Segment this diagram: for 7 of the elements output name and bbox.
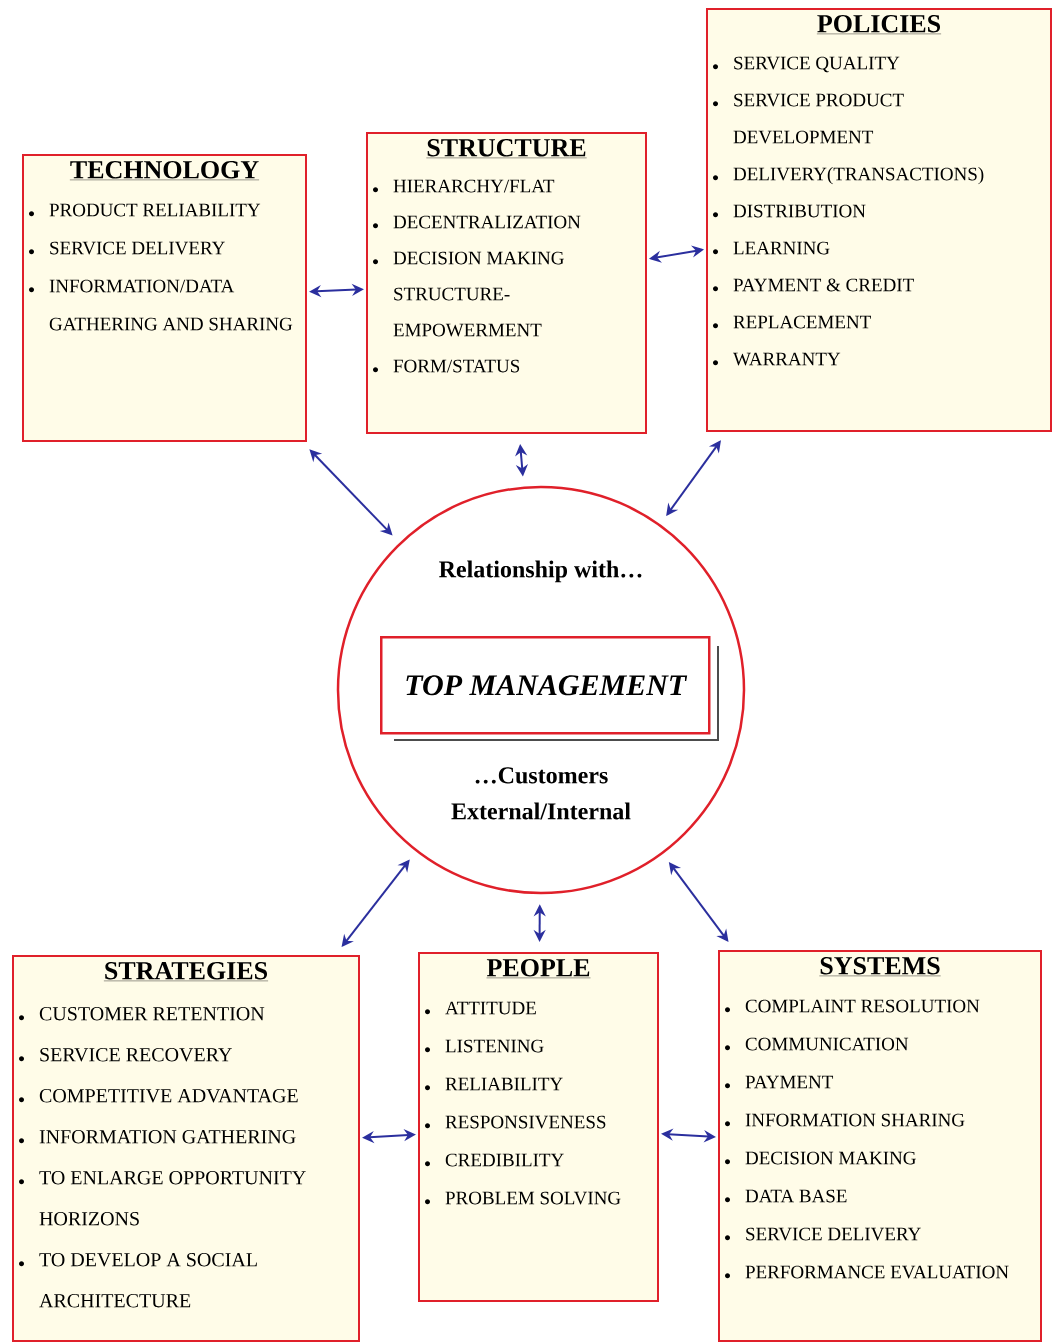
list-box: SYSTEMS COMPLAINT RESOLUTION COMMUNICATION PAYMENT INFORMATION SHARING DECISION MAKING DATA BASE SERVICE DELIVERY PERFORMANCE EVALUATION	[718, 950, 1042, 1342]
list-box: STRATEGIES CUSTOMER RETENTION SERVICE RECOVERY COMPETITIVE ADVANTAGE INFORMATION GATHERING TO ENLARGE OPPORTUNITY HORIZONS TO DEVELOP A SOCIAL ARCHITECTURE	[12, 955, 360, 1342]
list-box: PEOPLE ATTITUDE LISTENING RELIABILITY RESPONSIVENESS CREDIBILITY PROBLEM SOLVING	[418, 952, 659, 1302]
title-box: TOP MANAGEMENT	[380, 636, 719, 741]
list-box: STRUCTURE HIERARCHY/FLAT DECENTRALIZATION DECISION MAKING STRUCTURE- EMPOWERMENT FORM/STATUS	[366, 132, 647, 434]
list-box: TECHNOLOGY PRODUCT RELIABILITY SERVICE DELIVERY INFORMATION/DATA GATHERING AND SHARING	[22, 154, 307, 442]
list-box: POLICIES SERVICE QUALITY SERVICE PRODUCT DEVELOPMENT DELIVERY(TRANSACTIONS) DISTRIBUTION LEARNING PAYMENT & CREDIT REPLACEMENT WARRANTY	[706, 8, 1052, 432]
